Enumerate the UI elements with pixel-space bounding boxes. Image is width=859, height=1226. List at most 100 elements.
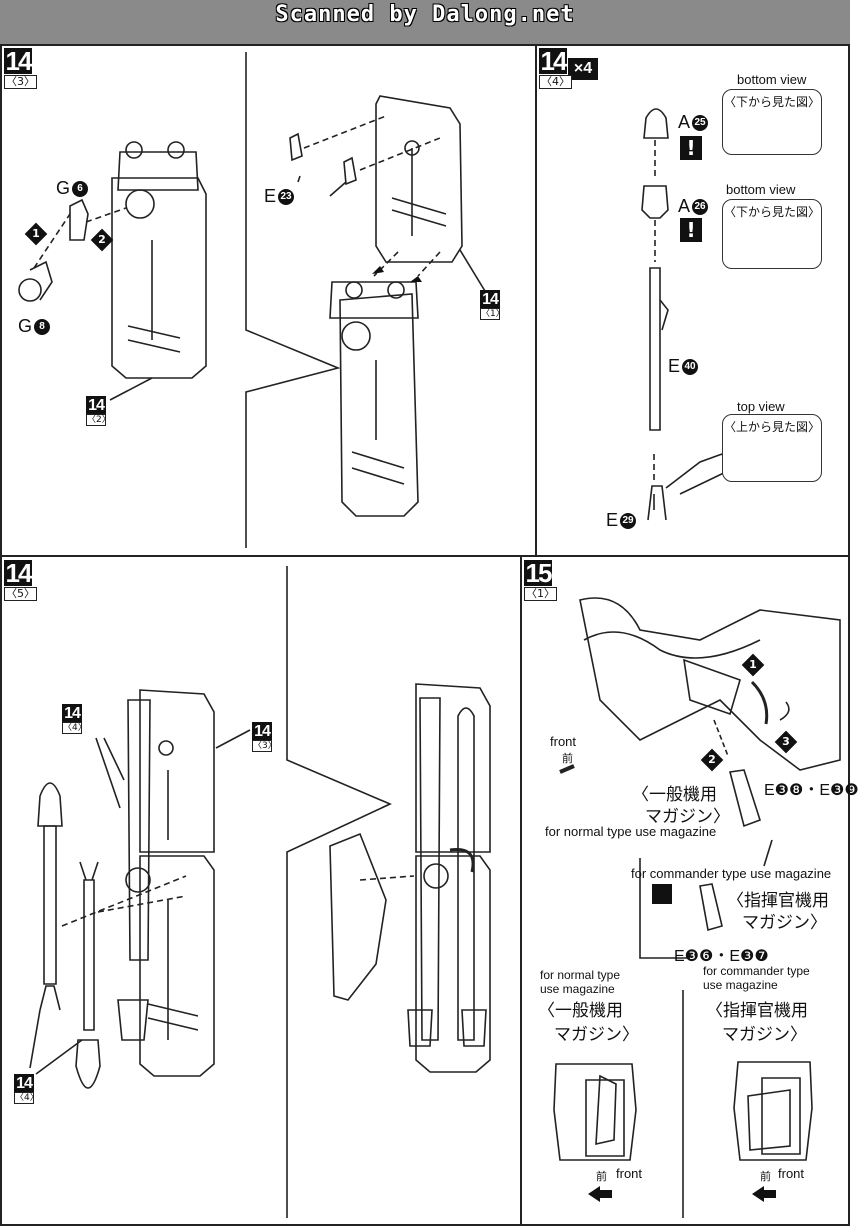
view-box-top: 〈上から見た図〉 bbox=[722, 414, 822, 482]
part-number: 6 bbox=[72, 181, 89, 198]
parts-commander-magazine: E❸❻・E❸❼ bbox=[674, 948, 769, 965]
parts-normal-magazine: E❸❽・E❸❾ bbox=[764, 782, 859, 799]
part-number: 40 bbox=[682, 359, 699, 376]
view-caption: bottom view bbox=[737, 72, 807, 87]
view-box-bottom-1: 〈下から見た図〉 bbox=[722, 89, 822, 155]
bottom-left-title-jp: マガジン〉 bbox=[554, 1025, 639, 1045]
step-number: 14 bbox=[4, 46, 32, 76]
bottom-left-caption: for normal type bbox=[540, 968, 621, 982]
commander-magazine-title-jp: 〈指揮官機用 bbox=[727, 891, 829, 911]
part-number: 29 bbox=[620, 513, 637, 530]
substep-label: 〈1〉 bbox=[524, 587, 557, 601]
bottom-left-title-jp: 〈一般機用 bbox=[538, 1001, 623, 1021]
ref-number: 14 bbox=[252, 722, 272, 740]
ref-number: 14 bbox=[480, 290, 500, 308]
substep-label: 〈3〉 bbox=[4, 75, 37, 89]
ref-sub: 〈4〉 bbox=[62, 722, 87, 734]
order-marker-1: 1 bbox=[741, 653, 765, 677]
normal-magazine-caption: for normal type use magazine bbox=[545, 824, 717, 839]
variant-icon bbox=[652, 884, 672, 904]
part-letter: E bbox=[264, 186, 277, 206]
front-label-jp: 前 bbox=[562, 753, 573, 765]
bottom-right-caption: use magazine bbox=[703, 978, 778, 992]
stand-base-left bbox=[111, 177, 207, 379]
caution-icon: ! bbox=[680, 218, 702, 242]
part-letter: A bbox=[678, 196, 691, 216]
substep-label: 〈5〉 bbox=[4, 587, 37, 601]
ref-tag-14-1: 14〈1〉 bbox=[480, 290, 505, 320]
front-label: front bbox=[778, 1166, 805, 1181]
ref-sub: 〈2〉 bbox=[86, 414, 111, 426]
order-number: 2 bbox=[98, 233, 106, 246]
panel-step-15-1 bbox=[520, 555, 850, 1226]
stand-clips bbox=[117, 151, 199, 191]
part-letter: G bbox=[18, 316, 33, 336]
step-number: 14 bbox=[4, 558, 32, 588]
view-box-bottom-2: 〈下から見た図〉 bbox=[722, 199, 822, 269]
ref-tag-14-2: 14〈2〉 bbox=[86, 396, 111, 426]
front-arrow-left-icon bbox=[588, 1186, 612, 1202]
bottom-right-title-jp: マガジン〉 bbox=[722, 1025, 807, 1045]
step-number: 14 bbox=[539, 46, 567, 76]
view-title-jp: 〈上から見た図〉 bbox=[723, 420, 820, 434]
substep-label: 〈4〉 bbox=[539, 75, 572, 89]
ball-joint bbox=[125, 189, 155, 219]
front-label-jp: 前 bbox=[596, 1171, 607, 1183]
order-marker-2: 2 bbox=[700, 748, 724, 772]
ref-number: 14 bbox=[86, 396, 106, 414]
part-letter: A bbox=[678, 112, 691, 132]
ref-number: 14 bbox=[14, 1074, 34, 1092]
front-arrow-right-icon bbox=[752, 1186, 776, 1202]
part-number: 25 bbox=[692, 115, 709, 132]
order-marker-3: 3 bbox=[774, 730, 798, 754]
order-marker-1: 1 bbox=[24, 222, 48, 246]
commander-magazine-title-jp: マガジン〉 bbox=[742, 913, 827, 933]
part-number: 8 bbox=[34, 319, 51, 336]
normal-magazine-title-jp: 〈一般機用 bbox=[632, 785, 717, 805]
view-title-jp: 〈下から見た図〉 bbox=[723, 205, 820, 219]
caution-icon: ! bbox=[680, 136, 702, 160]
ref-sub: 〈4〉 bbox=[14, 1092, 39, 1104]
view-caption: top view bbox=[737, 399, 785, 414]
part-letter: E bbox=[668, 356, 681, 376]
part-number: 23 bbox=[278, 189, 295, 206]
commander-magazine-caption: for commander type use magazine bbox=[631, 866, 832, 881]
front-label: front bbox=[616, 1166, 643, 1181]
stand-board bbox=[375, 95, 463, 263]
bottom-left-caption: use magazine bbox=[540, 982, 615, 996]
step-multiplier: ×4 bbox=[568, 58, 598, 80]
order-number: 1 bbox=[749, 658, 757, 671]
panel-divider bbox=[245, 52, 341, 548]
part-number: 26 bbox=[692, 199, 709, 216]
ref-sub: 〈1〉 bbox=[480, 308, 505, 320]
ref-number: 14 bbox=[62, 704, 82, 722]
ref-sub: 〈3〉 bbox=[252, 740, 277, 752]
stand-base-right bbox=[339, 293, 419, 517]
ref-tag-14-4b: 14〈4〉 bbox=[14, 1074, 39, 1104]
ref-tag-14-4: 14〈4〉 bbox=[62, 704, 87, 734]
view-title-jp: 〈下から見た図〉 bbox=[723, 95, 820, 109]
normal-magazine-title-jp: マガジン〉 bbox=[645, 807, 730, 827]
part-letter: E bbox=[606, 510, 619, 530]
order-number: 1 bbox=[32, 227, 40, 240]
ref-tag-14-3: 14〈3〉 bbox=[252, 722, 277, 752]
header-banner: Scanned by Dalong.net bbox=[0, 0, 850, 44]
part-letter: G bbox=[56, 178, 71, 198]
bottom-right-caption: for commander type bbox=[703, 964, 810, 978]
front-label: front bbox=[550, 734, 577, 749]
order-number: 3 bbox=[782, 735, 790, 748]
order-number: 2 bbox=[708, 753, 716, 766]
bottom-right-title-jp: 〈指揮官機用 bbox=[706, 1001, 808, 1021]
watermark-text: Scanned by Dalong.net bbox=[275, 2, 575, 27]
view-caption: bottom view bbox=[726, 182, 796, 197]
step-number: 15 bbox=[524, 558, 552, 588]
order-marker-2: 2 bbox=[90, 228, 114, 252]
